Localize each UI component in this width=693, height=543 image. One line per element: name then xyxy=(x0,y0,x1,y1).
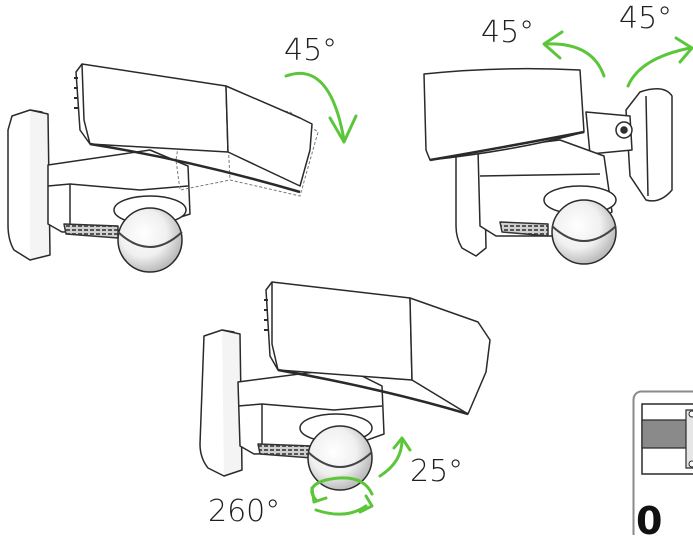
curved-arrow-icon xyxy=(628,48,690,86)
dome-lens xyxy=(308,426,372,490)
curved-arrow-icon xyxy=(380,440,402,476)
dome-tilt-angle-label: 25° xyxy=(410,457,463,487)
adjustment-diagram: 45° 45° 45° 25° 260° 0 xyxy=(0,0,693,530)
vent-grille xyxy=(258,444,312,458)
lamp-left-panel xyxy=(272,282,412,380)
lamp-right-panel xyxy=(410,298,490,414)
lamp-right-panel xyxy=(226,86,312,186)
dome-lens xyxy=(552,200,616,264)
inset-partial-text: 0 xyxy=(636,502,662,540)
lamp-left-panel xyxy=(82,64,228,152)
camera-tilt-illustration xyxy=(8,64,318,272)
vent-grille xyxy=(64,224,118,238)
pan-left-angle-label: 45° xyxy=(481,18,534,48)
dome-rotate-angle-label: 260° xyxy=(208,497,280,527)
diagram-canvas xyxy=(0,0,693,530)
side-bracket xyxy=(626,89,672,201)
camera-pan-illustration xyxy=(424,69,672,264)
pan-right-angle-label: 45° xyxy=(619,4,672,34)
tilt-angle-label: 45° xyxy=(284,36,337,66)
